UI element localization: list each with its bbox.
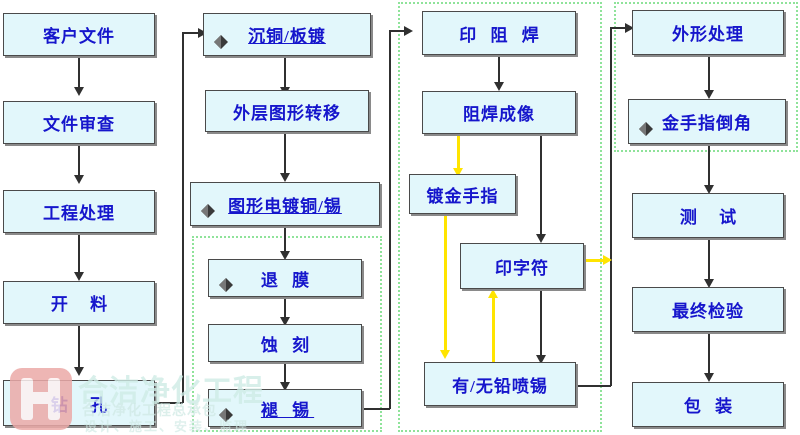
connector-n13-n15 <box>540 134 542 238</box>
node-file-review[interactable]: 文件审查 <box>3 101 155 144</box>
node-legend-print[interactable]: 印字符 <box>460 243 584 289</box>
node-label: 工程处理 <box>43 204 115 223</box>
connector-n2-n3 <box>78 144 80 178</box>
connector-n12-n13 <box>498 55 500 85</box>
group-frame-profile <box>614 2 798 152</box>
group-frame-soldermask <box>398 2 602 432</box>
connector-n5-n6-v <box>182 32 184 403</box>
node-customer-file[interactable]: 客户文件 <box>3 13 155 56</box>
node-label: 金手指倒角 <box>662 114 752 133</box>
node-drilling[interactable]: 钻 孔 <box>3 380 155 426</box>
node-label: 退 膜 <box>260 270 315 290</box>
node-engineering[interactable]: 工程处理 <box>3 190 155 233</box>
node-pattern-plating[interactable]: 图形电镀铜/锡 <box>190 182 380 226</box>
connector-n16-n15-yellow <box>492 296 495 362</box>
node-label: 客户文件 <box>43 27 115 46</box>
node-etching[interactable]: 蚀 刻 <box>208 324 362 362</box>
node-hasl[interactable]: 有/无铅喷锡 <box>424 362 576 406</box>
arrowhead-n9-n10 <box>280 317 290 326</box>
arrowhead-n8-n9 <box>280 251 290 260</box>
connector-n19-n20 <box>708 238 710 282</box>
arrowhead-n1-n2 <box>74 87 84 96</box>
connector-n10-n11 <box>284 362 286 386</box>
arrowhead-n7-n8 <box>280 173 290 182</box>
connector-n5-n6-h1 <box>155 402 183 404</box>
node-film-strip[interactable]: 退 膜 <box>208 259 362 297</box>
node-final-inspection[interactable]: 最终检验 <box>632 287 784 332</box>
connector-n11-n12-h2 <box>389 30 406 32</box>
node-label: 蚀 刻 <box>260 335 315 355</box>
connector-n3-n4 <box>78 233 80 275</box>
node-label: 钻 孔 <box>50 395 117 415</box>
node-label: 图形电镀铜/锡 <box>228 196 342 216</box>
node-label: 印字符 <box>495 258 549 278</box>
connector-n14-n16-yellow <box>444 214 447 354</box>
connector-n17-n18 <box>708 55 710 93</box>
node-label: 有/无铅喷锡 <box>452 376 548 396</box>
node-label: 沉铜/板镀 <box>248 27 326 46</box>
arrowhead-n2-n3 <box>74 175 84 184</box>
arrowhead-n3-n4 <box>74 272 84 281</box>
node-solder-mask-print[interactable]: 印 阻 焊 <box>422 11 576 55</box>
node-label: 开 料 <box>50 295 117 314</box>
arrowhead-n15-n16 <box>536 355 546 364</box>
node-profiling[interactable]: 外形处理 <box>632 10 784 55</box>
arrowhead-n13-n14 <box>453 168 463 177</box>
node-tin-strip[interactable]: 褪 锡 <box>208 389 362 427</box>
connector-n11-n12-v <box>389 30 391 409</box>
node-label: 文件审查 <box>43 115 115 134</box>
arrowhead-n13-n15 <box>536 234 546 243</box>
arrowhead-n5-n6 <box>198 28 207 38</box>
connector-n6-n7 <box>284 56 286 90</box>
node-label: 褪 锡 <box>260 400 315 420</box>
arrowhead-n10-n11 <box>280 382 290 391</box>
arrowhead-n15-right <box>603 255 612 265</box>
arrowhead-n11-n12 <box>404 26 413 36</box>
arrowhead-n18-n19 <box>704 185 714 194</box>
connector-n11-n12-h1 <box>362 408 390 410</box>
connector-n16-n17-v <box>610 27 612 386</box>
arrowhead-n17-n18 <box>704 90 714 99</box>
node-label: 包 装 <box>683 397 738 416</box>
connector-n15-n16 <box>540 289 542 359</box>
arrowhead-n4-n5 <box>74 367 84 376</box>
node-gold-finger-plating[interactable]: 镀金手指 <box>409 174 516 214</box>
node-outer-image-transfer[interactable]: 外层图形转移 <box>205 90 369 132</box>
connector-n5-n6-h2 <box>182 32 200 34</box>
connector-n1-n2 <box>78 56 80 90</box>
node-cutting[interactable]: 开 料 <box>3 281 155 324</box>
node-label: 外层图形转移 <box>233 103 341 123</box>
arrowhead-n20-n21 <box>704 373 714 382</box>
connector-n16-n17-h2 <box>610 27 627 29</box>
connector-n8-n9 <box>284 226 286 254</box>
connector-n15-right-yellow <box>584 259 608 262</box>
connector-n4-n5 <box>78 324 80 370</box>
node-label: 外形处理 <box>672 25 744 44</box>
arrowhead-n16-n17 <box>625 23 634 33</box>
node-copper-deposition[interactable]: 沉铜/板镀 <box>203 13 371 56</box>
node-testing[interactable]: 测 试 <box>632 193 784 238</box>
connector-n9-n10 <box>284 297 286 321</box>
connector-n7-n8 <box>284 132 286 176</box>
arrowhead-n12-n13 <box>494 82 504 91</box>
connector-n16-n17-h1 <box>576 385 611 387</box>
arrowhead-n16-n15 <box>488 289 498 298</box>
node-label: 镀金手指 <box>426 186 499 206</box>
node-solder-mask-imaging[interactable]: 阻焊成像 <box>422 91 576 134</box>
group-frame-etch <box>192 236 382 432</box>
connector-n20-n21 <box>708 332 710 376</box>
connector-n18-n19 <box>708 144 710 188</box>
connector-n13-n14-yellow <box>457 134 460 172</box>
node-gold-finger-bevel[interactable]: 金手指倒角 <box>628 99 786 144</box>
node-packaging[interactable]: 包 装 <box>632 382 784 427</box>
node-label: 阻焊成像 <box>463 105 535 124</box>
node-label: 最终检验 <box>672 302 744 321</box>
node-label: 测 试 <box>679 208 746 227</box>
arrowhead-n14-n16 <box>440 350 450 359</box>
node-label: 印 阻 焊 <box>459 25 544 45</box>
arrowhead-n19-n20 <box>704 279 714 288</box>
